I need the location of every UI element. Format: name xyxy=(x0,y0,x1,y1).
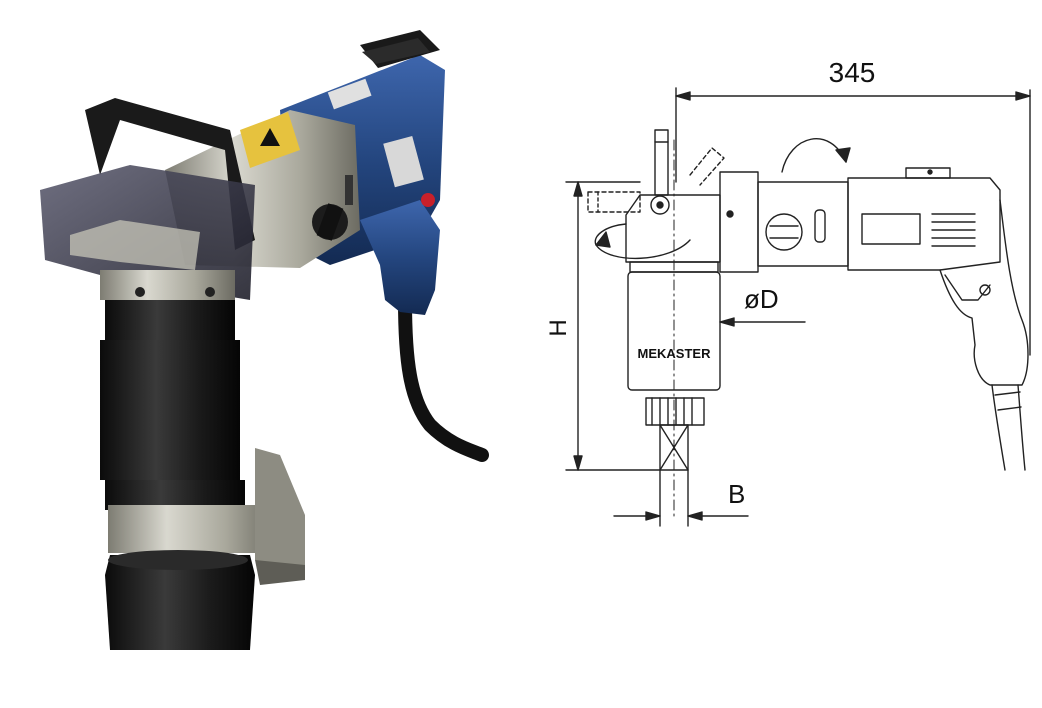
pistol-grip xyxy=(360,200,440,315)
diameter-label: øD xyxy=(744,284,779,314)
top-cap xyxy=(362,38,430,64)
reaction-tube-outline xyxy=(627,139,721,521)
label-window xyxy=(861,213,921,245)
reaction-body xyxy=(100,270,305,650)
height-dimension xyxy=(565,181,661,471)
brand-label: MEKASTER xyxy=(638,346,712,361)
side-rotation-arrow xyxy=(594,223,691,260)
grip-outline xyxy=(939,199,1029,471)
rotation-arrows xyxy=(594,138,851,260)
length-dimension xyxy=(675,87,1031,356)
square-drive-outline xyxy=(645,397,705,426)
rating-plate xyxy=(383,136,424,188)
direction-switch-drawing xyxy=(765,213,803,251)
head-and-motor-outline xyxy=(625,167,1001,273)
safety-guard xyxy=(40,98,255,300)
reaction-collar xyxy=(108,505,276,553)
power-cable xyxy=(398,293,489,462)
warning-triangle-icon xyxy=(260,128,280,146)
trigger-button xyxy=(421,193,435,207)
length-label: 345 xyxy=(829,57,876,88)
spec-label xyxy=(327,78,372,110)
square-label: B xyxy=(728,479,745,509)
diameter-dimension xyxy=(719,317,806,327)
height-label: H xyxy=(545,319,572,336)
cable-outline xyxy=(991,384,1006,471)
technical-drawing xyxy=(565,87,1031,527)
upper-rotation-arrow xyxy=(781,138,847,173)
reaction-arm-outline xyxy=(587,129,725,215)
square-dimension xyxy=(613,469,749,527)
side-slot xyxy=(345,175,353,205)
tool-photo xyxy=(40,30,489,650)
socket xyxy=(105,555,255,650)
